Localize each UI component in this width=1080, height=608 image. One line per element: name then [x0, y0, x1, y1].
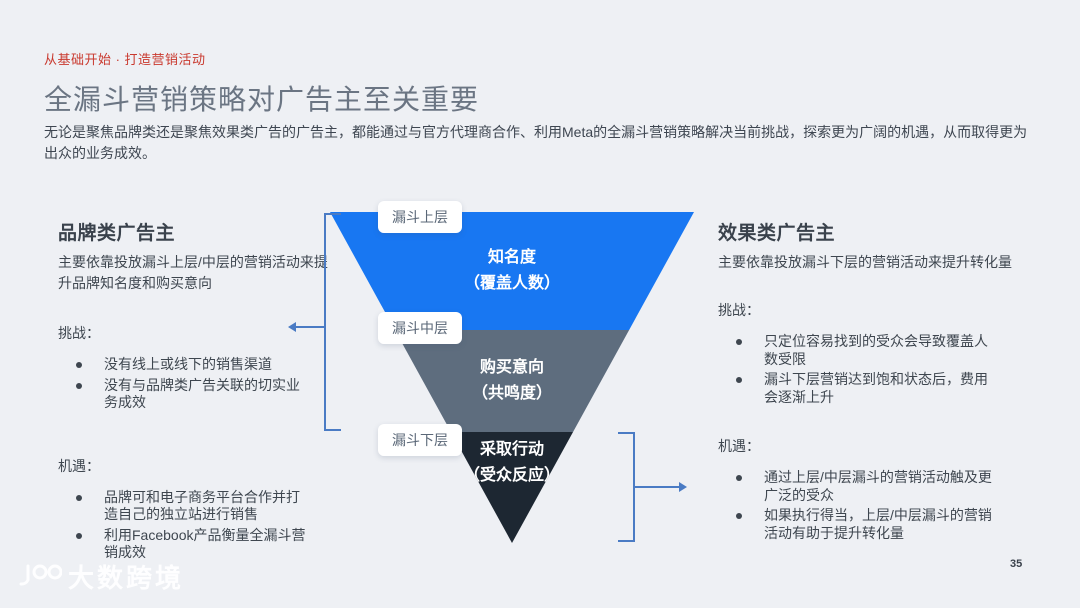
bullet-item: 如果执行得当，上层/中层漏斗的营销活动有助于提升转化量	[734, 507, 994, 542]
brand-advertisers-section: 品牌类广告主 主要依靠投放漏斗上层/中层的营销活动来提升品牌知名度和购买意向 挑…	[58, 218, 330, 565]
funnel-stage-subtitle: （受众反应）	[463, 467, 560, 485]
logo-100-icon	[19, 564, 62, 585]
funnel-stage-title: 采取行动	[479, 441, 544, 458]
watermark-logo: 大数跨境	[18, 558, 184, 595]
funnel-stage-consideration: 购买意向 （共鸣度）	[330, 330, 694, 432]
page-number: 35	[1010, 558, 1023, 570]
performance-advertisers-section: 效果类广告主 主要依靠投放漏斗下层的营销活动来提升转化量 挑战： 只定位容易找到…	[718, 218, 1028, 545]
left-arrowhead-icon	[288, 322, 296, 332]
right-arrow-shaft	[635, 486, 679, 488]
funnel-stage-subtitle: （共鸣度）	[471, 385, 552, 402]
brand-opportunities-label: 机遇：	[58, 457, 100, 474]
funnel-label-lower: 漏斗下层	[378, 424, 462, 456]
eyebrow-text: 从基础开始 · 打造营销活动	[44, 52, 206, 67]
funnel-label-middle: 漏斗中层	[378, 312, 462, 344]
bullet-item: 品牌可和电子商务平台合作并打造自己的独立站进行销售	[74, 489, 308, 524]
brand-advertisers-heading: 品牌类广告主	[58, 223, 176, 244]
funnel-diagram: 知名度 （覆盖人数） 购买意向 （共鸣度） 采取行动 （受众反应）	[330, 212, 694, 543]
page-subtitle: 无论是聚焦品牌类还是聚焦效果类广告的广告主，都能通过与官方代理商合作、利用Met…	[44, 124, 1028, 161]
performance-challenges-label: 挑战：	[718, 302, 760, 318]
left-bracket	[324, 213, 341, 431]
performance-challenges-list: 只定位容易找到的受众会导致覆盖人数受限 漏斗下层营销达到饱和状态后，费用会逐渐上…	[718, 333, 994, 406]
performance-advertisers-description: 主要依靠投放漏斗下层的营销活动来提升转化量	[718, 254, 1012, 270]
left-arrow-shaft	[296, 326, 325, 328]
bullet-item: 没有线上或线下的销售渠道	[74, 356, 308, 374]
bullet-item: 通过上层/中层漏斗的营销活动触及更广泛的受众	[734, 469, 994, 504]
brand-challenges-list: 没有线上或线下的销售渠道 没有与品牌类广告关联的切实业务成效	[58, 356, 308, 412]
funnel-stage-subtitle: （覆盖人数）	[463, 275, 560, 292]
funnel-stage-title: 知名度	[487, 248, 536, 266]
right-bracket	[618, 432, 635, 542]
brand-challenges-label: 挑战：	[58, 325, 100, 341]
right-arrowhead-icon	[679, 482, 687, 492]
bullet-item: 利用Facebook产品衡量全漏斗营销成效	[74, 527, 308, 562]
funnel-stage-title: 购买意向	[479, 358, 544, 376]
watermark-text: 大数跨境	[68, 563, 185, 593]
performance-advertisers-heading: 效果类广告主	[718, 223, 836, 244]
performance-opportunities-label: 机遇：	[718, 438, 760, 454]
bullet-item: 漏斗下层营销达到饱和状态后，费用会逐渐上升	[734, 371, 994, 406]
performance-opportunities-list: 通过上层/中层漏斗的营销活动触及更广泛的受众 如果执行得当，上层/中层漏斗的营销…	[718, 469, 994, 542]
brand-advertisers-description: 主要依靠投放漏斗上层/中层的营销活动来提升品牌知名度和购买意向	[58, 254, 328, 291]
brand-opportunities-list: 品牌可和电子商务平台合作并打造自己的独立站进行销售 利用Facebook产品衡量…	[58, 489, 308, 562]
bullet-item: 只定位容易找到的受众会导致覆盖人数受限	[734, 333, 994, 368]
bullet-item: 没有与品牌类广告关联的切实业务成效	[74, 377, 308, 412]
page-title: 全漏斗营销策略对广告主至关重要	[44, 84, 480, 115]
funnel-label-upper: 漏斗上层	[378, 201, 462, 233]
